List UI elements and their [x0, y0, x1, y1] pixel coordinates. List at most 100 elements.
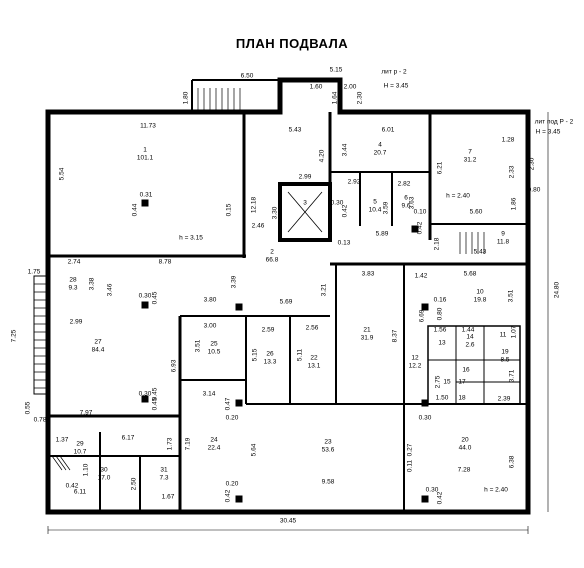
dimension-label: 2.00	[343, 83, 357, 91]
dimension-label: 6.11	[73, 488, 87, 496]
dimension-label: 1.60	[309, 83, 323, 91]
elevator-shaft	[278, 182, 332, 242]
room-number: 22	[310, 354, 318, 362]
dimension-label: 0.78	[33, 416, 47, 424]
room-number: 21	[363, 326, 371, 334]
bottom-total-dimension: 30.45	[279, 517, 297, 525]
dimension-label: 5.15	[251, 348, 259, 362]
room-area: 11.8	[496, 238, 510, 246]
dimension-label: 1.37	[55, 436, 69, 444]
dimension-label: 0.30	[330, 199, 344, 207]
lit-pod-r2-height: H = 3.45	[535, 128, 561, 136]
dimension-label: 3.83	[361, 270, 375, 278]
dimension-label: 5.54	[58, 167, 66, 181]
dimension-label: 2.74	[67, 258, 81, 266]
dimension-label: 5.64	[250, 443, 258, 457]
dimension-label: 2.59	[261, 326, 275, 334]
room-number: 12	[411, 354, 419, 362]
dimension-label: 1.80	[182, 91, 190, 105]
room-number: 16	[462, 366, 470, 374]
height-label: h = 2.40	[446, 192, 470, 200]
room-area: 53.6	[321, 446, 335, 454]
room-number: 30	[100, 466, 108, 474]
dimension-label: 8.78	[158, 258, 172, 266]
right-total-dimension: 24.80	[553, 281, 561, 299]
lit-r2-label: лит р - 2	[381, 68, 407, 76]
dimension-label: 0.16	[433, 296, 447, 304]
dimension-label: 2.99	[298, 173, 312, 181]
dimension-label: 0.30	[418, 414, 432, 422]
dimension-label: 3.38	[88, 277, 96, 291]
outer-wall	[45, 77, 531, 515]
dimension-label: 2.30	[356, 91, 364, 105]
dimension-label: 3.51	[507, 289, 515, 303]
room-area: 44.0	[458, 444, 472, 452]
dimension-label: 3.21	[320, 283, 328, 297]
dimension-label: 1.07	[510, 325, 518, 339]
dimension-label: 2.99	[69, 318, 83, 326]
dimension-label: 1.75	[27, 268, 41, 276]
dimension-label: 2.92	[347, 178, 361, 186]
room-number: 7	[468, 148, 472, 156]
dimension-label: 0.13	[337, 239, 351, 247]
dimension-label: 3.59	[382, 201, 390, 215]
dimension-label: 0.47	[224, 397, 232, 411]
dimension-label: 0.80	[527, 186, 541, 194]
dimension-label: 2.82	[397, 180, 411, 188]
dimension-label: 0.42	[416, 221, 424, 235]
room-number: 27	[94, 338, 102, 346]
dimension-label: 0.45	[151, 291, 159, 305]
room-number: 2	[270, 248, 274, 256]
dimension-label: 1.67	[161, 493, 175, 501]
room-area: 84.4	[91, 346, 105, 354]
dimension-label: 1.73	[166, 437, 174, 451]
dimension-label: 7.19	[184, 437, 192, 451]
dimension-label: 0.42	[65, 482, 79, 490]
room-area: 9.3	[68, 284, 78, 292]
dimension-label: 1.56	[433, 326, 447, 334]
room-area: 31.2	[463, 156, 477, 164]
dimension-label: 0.20	[225, 414, 239, 422]
dimension-label: 2.46	[251, 222, 265, 230]
room-area: 9.6	[401, 202, 411, 210]
dimension-label: 6.38	[508, 455, 516, 469]
dimension-label: 5.60	[469, 208, 483, 216]
dimension-label: 1.50	[435, 394, 449, 402]
dimension-label: 3.80	[203, 296, 217, 304]
room-number: 17	[458, 378, 466, 386]
dimension-label: 0.30	[138, 292, 152, 300]
dimension-label: 2.75	[434, 375, 442, 389]
room-number: 25	[210, 340, 218, 348]
room-number: 23	[324, 438, 332, 446]
dimension-label: 6.21	[436, 161, 444, 175]
dimension-label: 0.42	[436, 491, 444, 505]
dimension-label: 6.93	[170, 359, 178, 373]
dimension-label: 11.73	[140, 122, 156, 130]
room-number: 19	[501, 348, 509, 356]
room-number: 1	[143, 146, 147, 154]
dimension-label: 5.43	[473, 248, 487, 256]
room-number: 29	[76, 440, 84, 448]
dimension-label: 3.39	[230, 275, 238, 289]
dimension-label: 3.63	[408, 196, 416, 210]
dimension-label: 5.68	[463, 270, 477, 278]
room-number: 24	[210, 436, 218, 444]
room-area: 13.3	[263, 358, 277, 366]
room-number: 4	[378, 141, 382, 149]
lit-pod-r2-label: лит под Р - 2	[534, 118, 574, 126]
dimension-label: 3.51	[194, 339, 202, 353]
dimension-label: 0.80	[436, 307, 444, 321]
room-number: 15	[443, 378, 451, 386]
dimension-label: 7.97	[79, 409, 93, 417]
plan-title: ПЛАН ПОДВАЛА	[235, 36, 349, 51]
room-number: 10	[476, 288, 484, 296]
room-number: 14	[466, 333, 474, 341]
dimension-label: 0.55	[24, 401, 32, 415]
height-label: h = 3.15	[179, 234, 203, 242]
dimension-label: 8.37	[391, 329, 399, 343]
dimension-label: 0.27	[406, 443, 414, 457]
dimension-label: 0.11	[406, 459, 414, 473]
dimension-label: 0.30	[425, 486, 439, 494]
